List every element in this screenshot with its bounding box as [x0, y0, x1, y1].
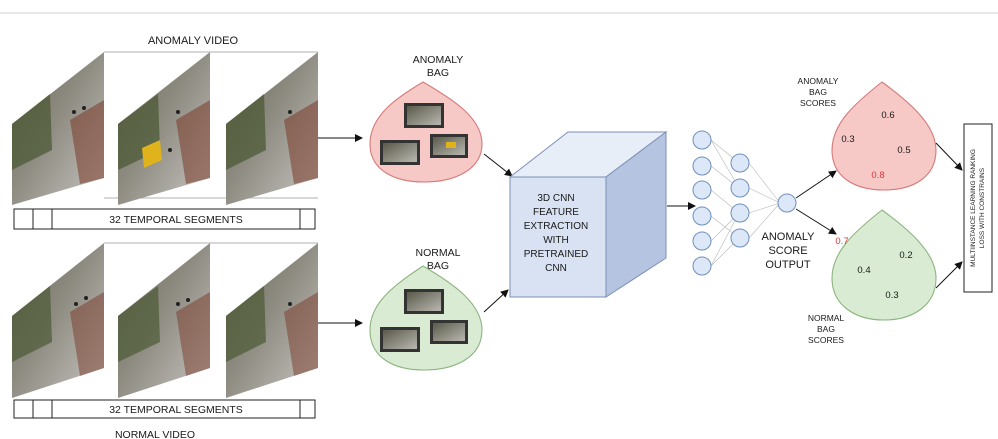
score-output-label-3: OUTPUT: [765, 259, 811, 271]
anomaly-frame-2: [118, 52, 210, 205]
segments-bar-bottom: 32 TEMPORAL SEGMENTS: [13, 399, 316, 419]
anomaly-frame-1: [12, 52, 104, 205]
anomaly-bag-label-1: ANOMALY: [413, 54, 464, 66]
normal-score-4: 0.3: [885, 290, 898, 301]
arrow-anomaly-scores-to-loss: [935, 142, 963, 171]
anomaly-bag-clips: [380, 103, 468, 165]
segments-label-top: 32 TEMPORAL SEGMENTS: [109, 214, 243, 226]
arrow-normal-bag-to-cnn: [483, 289, 509, 313]
anomaly-scores-label-1: ANOMALY: [798, 76, 839, 86]
normal-bag-clips: [380, 289, 468, 352]
normal-bag: [369, 265, 483, 371]
normal-video-title: NORMAL VIDEO: [115, 429, 195, 439]
cnn-label-2: FEATURE: [533, 207, 579, 218]
loss-label-1: MULTIINSTANCE LEARNING RANKING: [970, 149, 977, 267]
normal-score-1: 0.7: [835, 236, 848, 247]
anomaly-score-4: 0.8: [871, 170, 884, 181]
anomaly-scores-bag: [831, 81, 937, 191]
anomaly-bag: [369, 81, 483, 183]
normal-scores-label-1: NORMAL: [808, 313, 845, 323]
normal-score-3: 0.4: [857, 265, 870, 276]
loss-box: [963, 123, 993, 293]
anomaly-bag-label-2: BAG: [427, 67, 449, 79]
anomaly-frame-3: [226, 52, 318, 205]
normal-frame-1: [12, 243, 104, 398]
arrow-normal-scores-to-loss: [935, 261, 963, 289]
anomaly-video-title: ANOMALY VIDEO: [148, 35, 239, 47]
normal-frame-2: [118, 243, 210, 398]
cnn-label-5: PRETRAINED: [524, 249, 588, 260]
normal-scores-label-2: BAG: [817, 324, 835, 334]
anomaly-score-2: 0.3: [841, 134, 854, 145]
segments-bar-top: 32 TEMPORAL SEGMENTS: [13, 208, 316, 230]
cnn-label-1: 3D CNN: [537, 193, 574, 204]
normal-scores-label-3: SCORES: [808, 335, 844, 345]
anomaly-score-1: 0.6: [881, 110, 894, 121]
normal-frame-3: [226, 243, 318, 398]
anomaly-scores-label-3: SCORES: [800, 98, 836, 108]
normal-bag-label-1: NORMAL: [416, 247, 461, 259]
cnn-label-6: CNN: [545, 263, 567, 274]
score-output-label-1: ANOMALY: [762, 231, 816, 243]
nn-hidden-layer: [730, 153, 750, 248]
normal-scores-bag: [831, 209, 937, 321]
normal-bag-label-2: BAG: [427, 260, 449, 272]
anomaly-scores-label-2: BAG: [809, 87, 827, 97]
arrow-anomaly-bag-to-cnn: [483, 153, 513, 177]
arrow-to-normal-scores: [795, 208, 837, 235]
cnn-label-3: EXTRACTION: [524, 221, 588, 232]
nn-output-node: [777, 193, 797, 213]
anomaly-score-3: 0.5: [897, 145, 910, 156]
nn-input-layer: [692, 130, 712, 276]
loss-label-2: LOSS WITH CONSTRAINS: [979, 167, 986, 248]
cnn-label-4: WITH: [543, 235, 569, 246]
cnn-cube: 3D CNN FEATURE EXTRACTION WITH PRETRAINE…: [508, 131, 668, 298]
normal-score-2: 0.2: [899, 250, 912, 261]
score-output-label-2: SCORE: [768, 245, 807, 257]
segments-label-bottom: 32 TEMPORAL SEGMENTS: [109, 404, 243, 416]
arrow-to-anomaly-scores: [795, 170, 837, 199]
